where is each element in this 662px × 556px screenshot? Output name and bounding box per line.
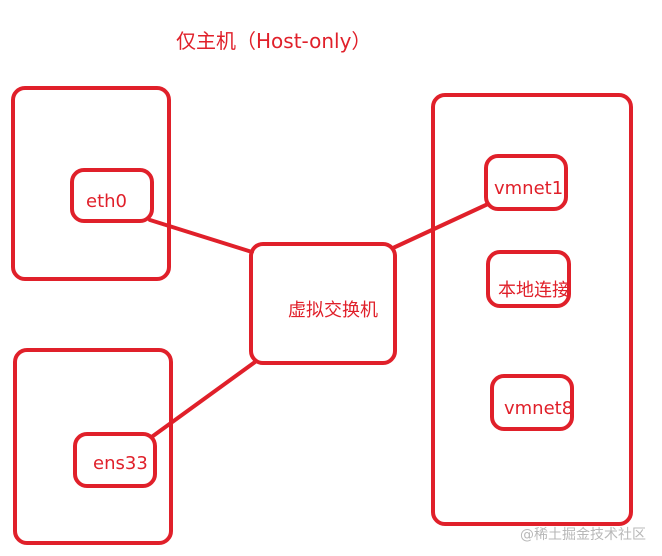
diagram-title: 仅主机（Host-only）	[176, 29, 372, 53]
interface-box-vmnet1	[484, 154, 568, 211]
virtual-switch-box	[249, 242, 397, 365]
interface-label-local-connection: 本地连接	[498, 280, 570, 301]
interface-label-eth0: eth0	[86, 191, 127, 212]
vm-box-1	[11, 86, 171, 281]
link-switch-vmnet1	[391, 202, 490, 250]
interface-label-vmnet8: vmnet8	[504, 398, 574, 419]
interface-box-eth0	[70, 168, 154, 223]
virtual-switch-label: 虚拟交换机	[288, 300, 378, 321]
interface-label-ens33: ens33	[93, 453, 148, 474]
interface-box-ens33	[73, 432, 157, 488]
interface-box-vmnet8	[490, 374, 574, 431]
host-machine-box	[431, 93, 633, 526]
watermark: @稀土掘金技术社区	[520, 527, 646, 543]
interface-box-local-connection	[486, 250, 571, 308]
interface-label-vmnet1: vmnet1	[494, 178, 564, 199]
vm-box-2	[13, 348, 173, 545]
